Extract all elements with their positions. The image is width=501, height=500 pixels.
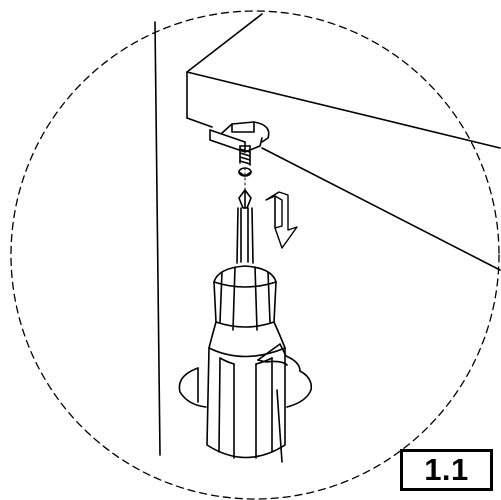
down-arrow-icon xyxy=(265,191,298,249)
bracket xyxy=(209,121,270,153)
screwdriver-icon xyxy=(206,189,286,459)
magnifier-circle xyxy=(10,10,500,500)
rotation-arrow-icon xyxy=(178,343,313,408)
step-number-label: 1.1 xyxy=(400,449,493,491)
cabinet-panel xyxy=(154,13,501,463)
